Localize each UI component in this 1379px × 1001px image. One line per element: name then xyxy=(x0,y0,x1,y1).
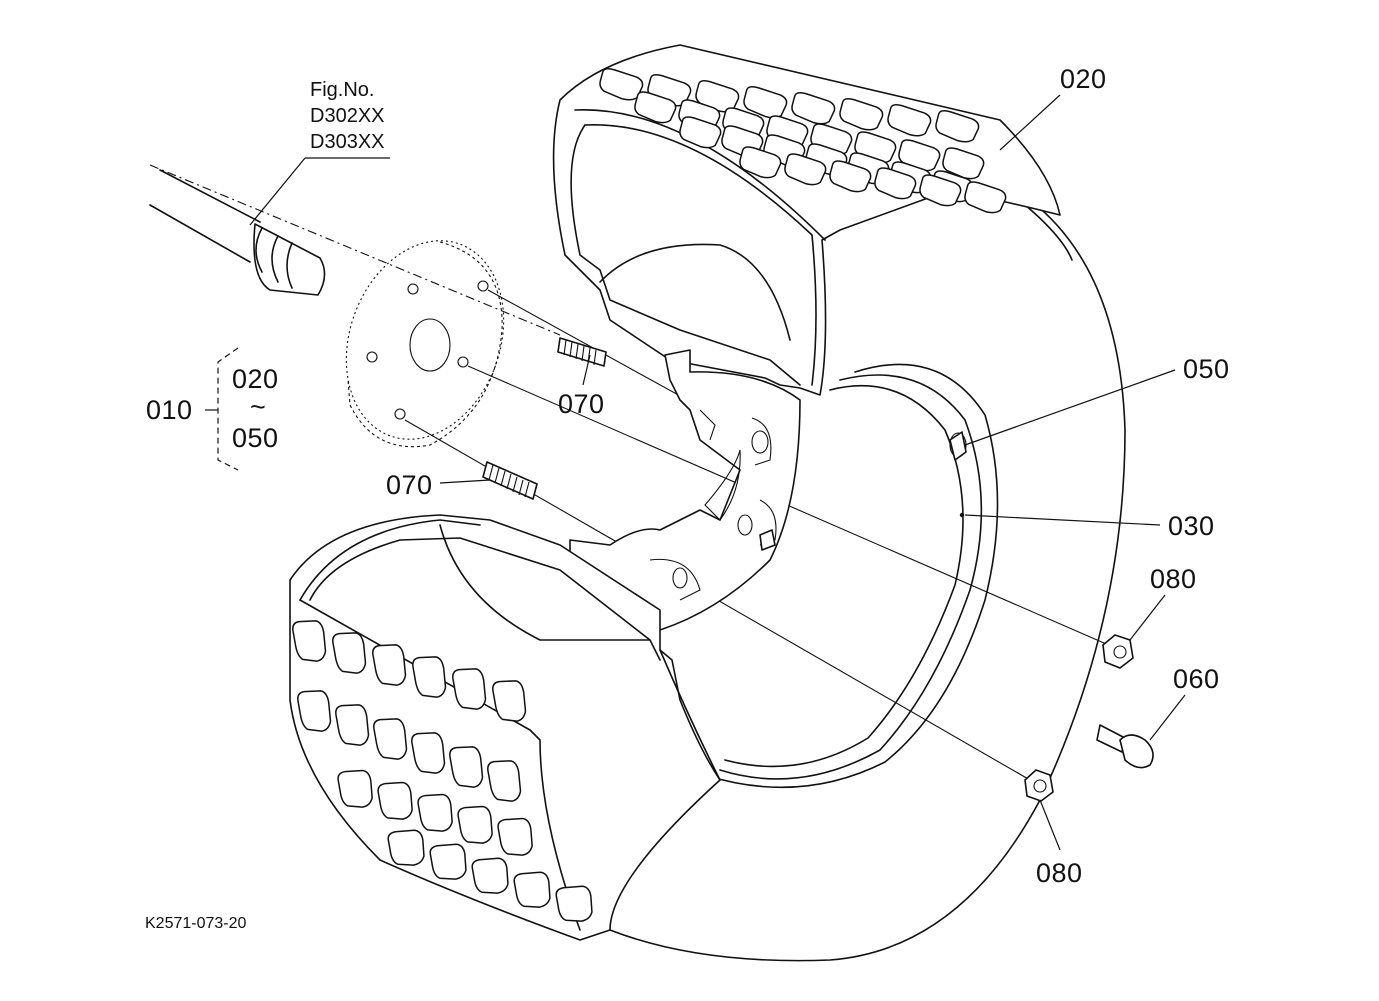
figure-ref-line3: D303XX xyxy=(310,131,385,153)
tread-lug xyxy=(898,139,941,172)
stud-upper xyxy=(557,337,607,367)
callout-nut-lower: 080 xyxy=(1036,858,1083,888)
tread-lug xyxy=(452,668,487,710)
callout-stud-lower: 070 xyxy=(386,470,433,500)
axle-shaft xyxy=(149,164,561,336)
assembly-label: 010 xyxy=(146,395,193,425)
tread-lug xyxy=(332,632,367,674)
stud-lower xyxy=(482,461,538,500)
rim xyxy=(704,363,999,789)
callout-nut-upper: 080 xyxy=(1150,564,1197,594)
tread-lug xyxy=(457,805,493,844)
tread-lug xyxy=(377,781,413,820)
tread-lug xyxy=(497,817,533,856)
figure-ref-line1: Fig.No. xyxy=(310,79,375,101)
callout-rim: 030 xyxy=(1168,511,1215,541)
nut-upper xyxy=(1102,634,1134,669)
tread-lug xyxy=(791,92,836,125)
nut-lower xyxy=(1024,769,1054,802)
tread-lug xyxy=(935,110,980,143)
tread-lug xyxy=(471,857,509,894)
tread-lug xyxy=(887,104,932,137)
tread-lug xyxy=(634,91,677,124)
tread-lug xyxy=(513,871,551,908)
tread-lug xyxy=(429,843,467,880)
callout-tire: 020 xyxy=(1060,64,1107,94)
tread-lug xyxy=(919,174,962,207)
tread-lug xyxy=(679,116,722,149)
tread-lug xyxy=(292,620,327,662)
callout-valve: 050 xyxy=(1183,354,1230,384)
tread-lug xyxy=(373,718,408,760)
tread-lug xyxy=(784,153,827,186)
tread-lug xyxy=(487,760,522,802)
callout-stud-upper: 070 xyxy=(558,389,605,419)
tread-lug xyxy=(297,690,332,732)
wheel-disc xyxy=(569,349,801,631)
tread-lug xyxy=(743,86,788,119)
tread-lug xyxy=(449,746,484,788)
tread-lugs-lower xyxy=(292,620,593,922)
assembly-range-sep: ~ xyxy=(250,392,267,422)
tread-lug xyxy=(839,98,884,131)
leader-lines xyxy=(205,94,1186,851)
tread-lug xyxy=(411,732,446,774)
figure-ref-line2: D302XX xyxy=(310,105,385,127)
assembly-range-start: 020 xyxy=(232,364,279,394)
tread-lugs-upper xyxy=(599,68,1007,214)
drawing-code: K2571-073-20 xyxy=(145,915,247,932)
assembly-range-end: 050 xyxy=(232,423,279,453)
tread-lug xyxy=(387,829,425,866)
bolt xyxy=(1096,724,1154,769)
tread-lug xyxy=(874,167,917,200)
tread-lug xyxy=(412,656,447,698)
tread-lug xyxy=(829,160,872,193)
tread-lug xyxy=(337,769,373,808)
tread-lug xyxy=(964,181,1007,214)
tread-lug xyxy=(417,793,453,832)
tread-lug xyxy=(372,644,407,686)
tread-lug xyxy=(942,147,985,180)
callout-bolt: 060 xyxy=(1173,664,1220,694)
tread-lug xyxy=(335,704,370,746)
tread-lug xyxy=(492,680,527,722)
tread-lug xyxy=(739,146,782,179)
tread-lug xyxy=(555,885,593,922)
